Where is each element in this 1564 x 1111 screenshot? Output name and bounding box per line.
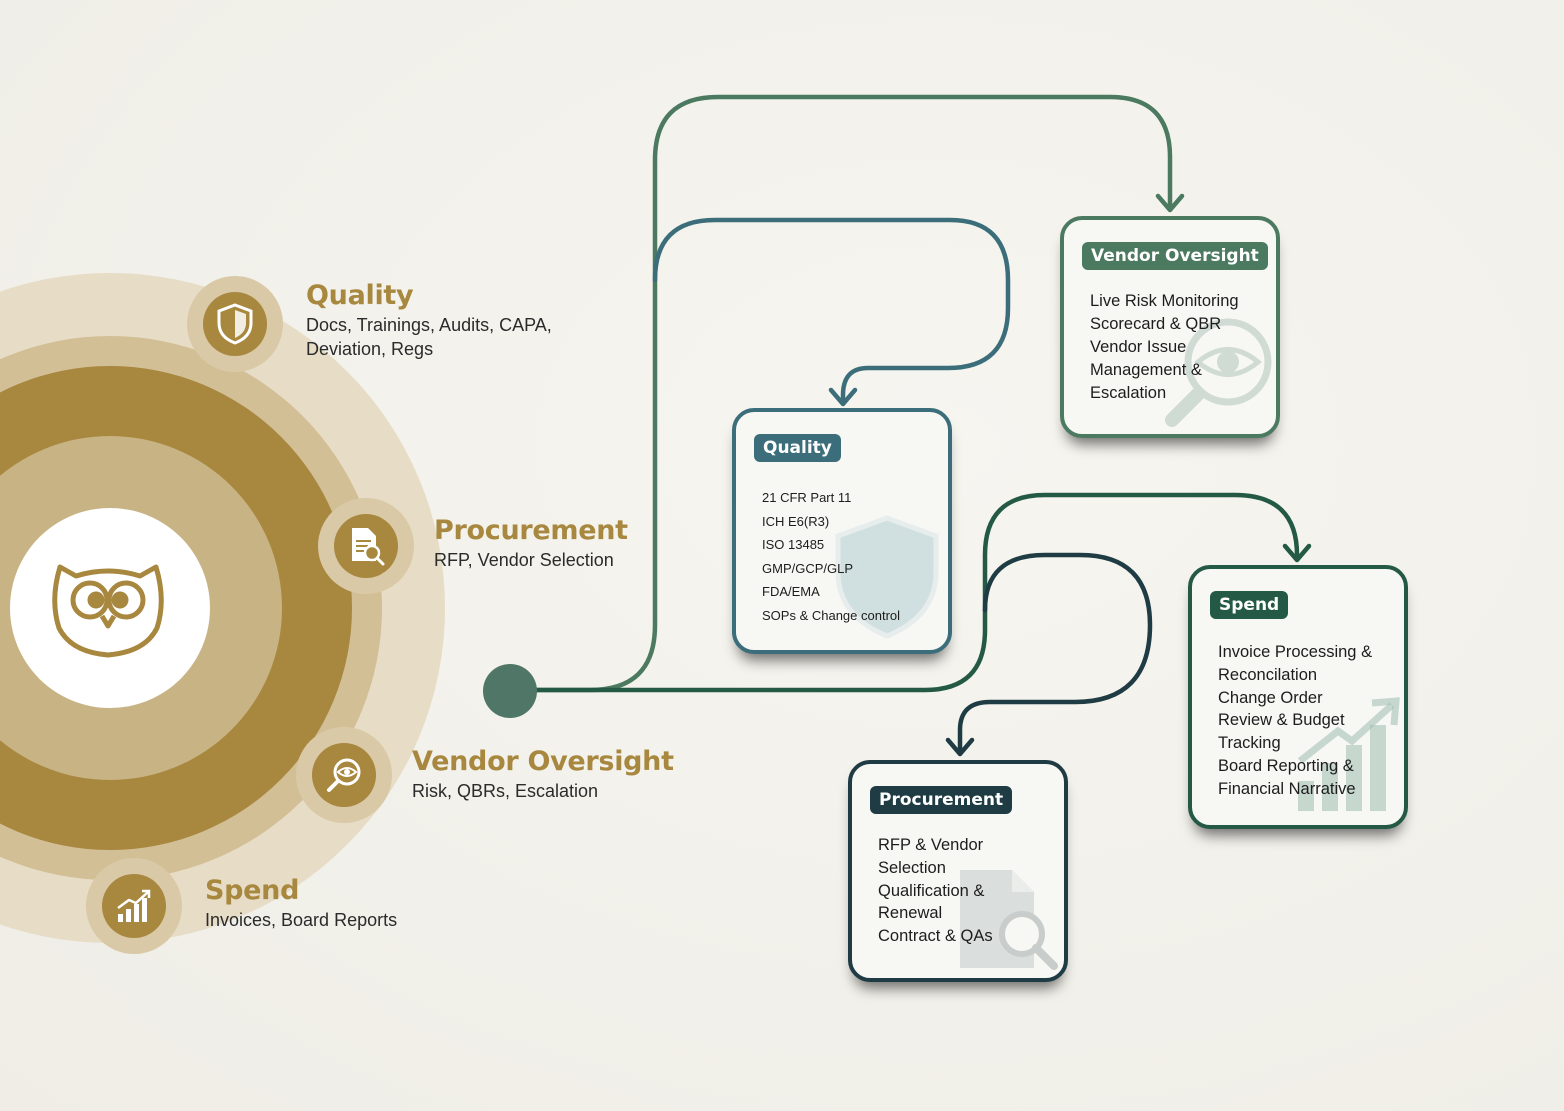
line-to-quality [652, 217, 1011, 405]
card-item: Board Reporting & [1218, 756, 1354, 775]
subtitle-line: Invoices, Board Reports [205, 910, 398, 930]
card-item: Invoice Processing & [1218, 643, 1373, 661]
line-to-vendor-oversight [533, 94, 1173, 693]
card-item: FDA/EMA [762, 584, 820, 599]
subtitle-line: RFP, Vendor Selection [434, 550, 614, 570]
spend-icon-disk [86, 858, 182, 954]
card-item: Selection [878, 858, 946, 877]
line-to-procurement [957, 552, 1153, 755]
card-tag: Procurement [870, 786, 1013, 814]
bar-chart-icon [1297, 697, 1400, 811]
card-vendor-oversight: Vendor Oversight Live Risk Monitoring Sc… [1060, 216, 1280, 438]
card-item: GMP/GCP/GLP [762, 560, 854, 576]
category-title: Procurement [434, 515, 628, 546]
card-item: ISO 13485 [762, 537, 825, 552]
card-items: 21 CFR Part 11 ICH E6(R3) ISO 13485 GMP/… [762, 486, 900, 627]
subtitle-line: Deviation, Regs [306, 339, 434, 359]
owl-logo-icon [52, 564, 164, 658]
hub-dot [483, 664, 537, 718]
quality-icon-disk [187, 276, 283, 372]
category-subtitle: Docs, Trainings, Audits, CAPA, Deviation… [306, 313, 552, 361]
card-item: Financial Narrative [1218, 779, 1356, 798]
card-items: RFP & Vendor Selection Qualification & R… [878, 834, 993, 948]
category-title: Spend [205, 875, 300, 906]
eye-magnifier-icon [327, 758, 361, 792]
bar-chart-icon [117, 889, 151, 922]
card-item: Escalation [1090, 384, 1167, 402]
line-to-spend [533, 492, 1300, 693]
card-item: Management & [1090, 361, 1202, 379]
document-search-icon [960, 870, 1058, 970]
subtitle-line: Docs, Trainings, Audits, CAPA, [306, 315, 552, 335]
card-item: Renewal [878, 904, 943, 923]
category-quality: Quality Docs, Trainings, Audits, CAPA, D… [306, 280, 552, 361]
card-item: Tracking [1218, 734, 1281, 753]
card-procurement: Procurement RFP & Vendor Selection Quali… [848, 760, 1068, 982]
category-title: Quality [306, 280, 414, 311]
category-spend: Spend Invoices, Board Reports [205, 875, 397, 932]
card-spend: Spend Invoice Processing & Reconcilation… [1188, 565, 1408, 829]
card-item: RFP & Vendor [878, 836, 984, 854]
procurement-icon-disk [318, 498, 414, 594]
shield-icon [835, 515, 939, 639]
card-quality: Quality 21 CFR Part 11 ICH E6(R3) ISO 13… [732, 408, 952, 654]
card-item: Contract & QAs [878, 927, 993, 946]
category-subtitle: RFP, Vendor Selection [434, 548, 628, 572]
card-tag: Vendor Oversight [1082, 242, 1268, 270]
card-item: Qualification & [878, 881, 985, 900]
card-item: Vendor Issue [1090, 338, 1187, 356]
card-item: SOPs & Change control [762, 607, 901, 623]
category-vendor-oversight: Vendor Oversight Risk, QBRs, Escalation [412, 746, 674, 803]
card-item: Review & Budget [1218, 711, 1345, 730]
card-tag: Spend [1210, 591, 1289, 619]
card-tag: Quality [754, 434, 841, 462]
vendor-oversight-icon-disk [296, 727, 392, 823]
card-item: Scorecard & QBR [1090, 315, 1222, 333]
card-item: Change Order [1218, 688, 1323, 707]
category-title: Vendor Oversight [412, 746, 674, 777]
category-subtitle: Invoices, Board Reports [205, 908, 397, 932]
card-item: Reconcilation [1218, 665, 1318, 684]
category-subtitle: Risk, QBRs, Escalation [412, 779, 674, 803]
subtitle-line: Risk, QBRs, Escalation [412, 781, 599, 801]
shield-icon [217, 303, 253, 345]
eye-magnifier-icon [1165, 318, 1272, 427]
card-item: 21 CFR Part 11 [762, 490, 852, 505]
card-items: Live Risk Monitoring Scorecard & QBR Ven… [1090, 290, 1239, 405]
card-item: ICH E6(R3) [762, 513, 830, 529]
category-procurement: Procurement RFP, Vendor Selection [434, 515, 628, 572]
document-search-icon [352, 528, 385, 566]
card-item: Live Risk Monitoring [1090, 292, 1239, 310]
card-items: Invoice Processing & Reconcilation Chang… [1218, 641, 1372, 801]
